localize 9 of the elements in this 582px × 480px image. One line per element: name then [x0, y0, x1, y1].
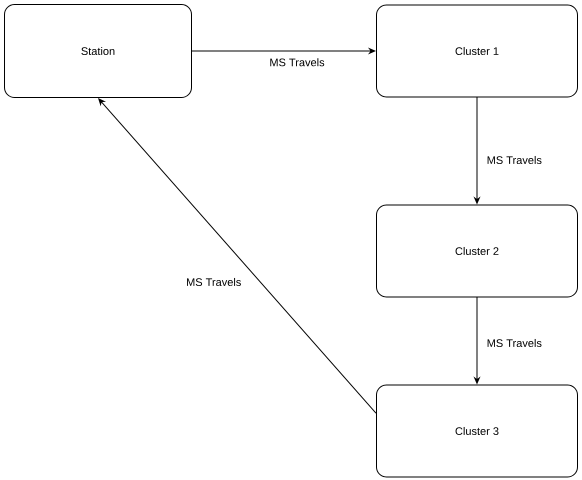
edge-label: MS Travels	[184, 276, 243, 288]
edge-label: MS Travels	[485, 337, 544, 349]
process-box: Cluster 3	[376, 384, 578, 478]
process-box: Station	[4, 4, 192, 98]
arrow	[98, 98, 376, 414]
edge-label: MS Travels	[268, 56, 326, 68]
process-box: Cluster 1	[376, 4, 578, 98]
edge-label: MS Travels	[485, 154, 544, 166]
process-box: Cluster 2	[376, 204, 578, 298]
